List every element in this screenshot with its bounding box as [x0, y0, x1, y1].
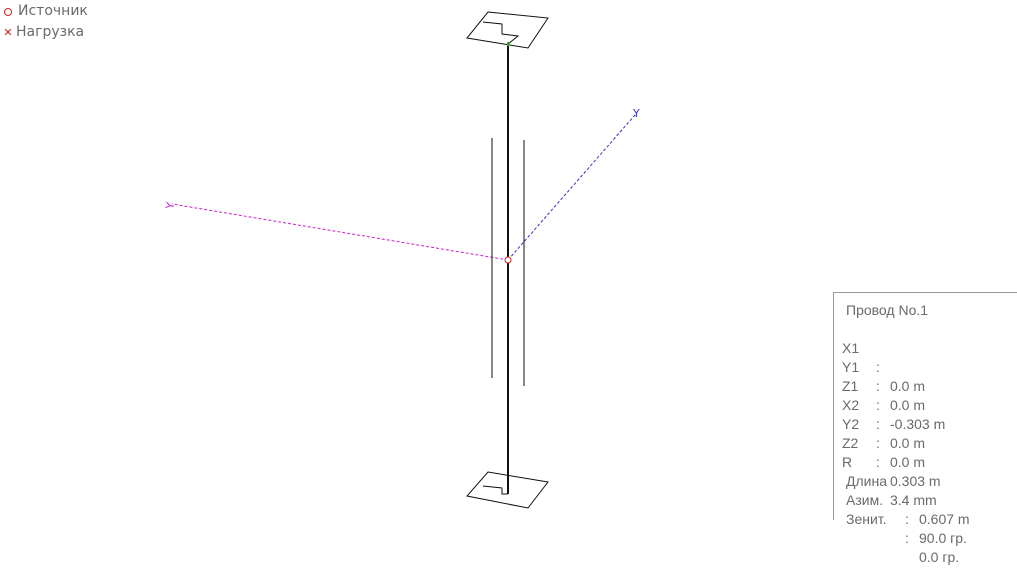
info-value: 0.0 m [890, 378, 926, 394]
x-axis-line [171, 203, 509, 261]
wire-info-row-y2: Y2 : 0.0 m [834, 396, 1017, 470]
info-sep: : [905, 492, 909, 508]
info-value: 0.0 m [890, 397, 926, 413]
antenna-view-canvas[interactable]: Источник ✕ Нагрузка Y Y [0, 0, 1017, 565]
info-value: 90.0 гр. [919, 530, 967, 546]
legend-source-row: Источник [3, 1, 88, 22]
info-value: 3.4 mm [890, 492, 937, 508]
wire-info-row-x1: X1 : 0.0 m [834, 320, 1017, 394]
info-label: X2 [842, 397, 860, 413]
info-sep: : [876, 416, 880, 432]
info-label: Y2 [842, 416, 860, 432]
info-sep: : [905, 511, 909, 527]
wire-geometry-view[interactable]: Y Y [0, 0, 1017, 520]
info-value: -0.303 m [890, 416, 946, 432]
info-label: Y1 [842, 359, 860, 375]
info-label: R [842, 454, 853, 470]
info-value: 0.0 m [890, 435, 926, 451]
y-axis-line [507, 114, 636, 261]
info-sep: : [876, 397, 880, 413]
legend-load-row: ✕ Нагрузка [3, 22, 88, 43]
wire-info-row-z2: Z2 : 0.303 m [834, 415, 1017, 489]
info-sep: : [905, 530, 909, 546]
info-value: 0.303 m [890, 473, 941, 489]
info-value: 0.0 гр. [919, 549, 960, 565]
info-label: Z2 [842, 435, 859, 451]
wire-info-row-zenith: Зенит. : 0.0 гр. [834, 491, 1017, 565]
info-label: Длина [846, 473, 887, 489]
legend-load-label: Нагрузка [16, 24, 85, 40]
info-value: 0.0 m [890, 454, 926, 470]
source-marker-icon [4, 7, 12, 16]
legend-source-label: Источник [18, 3, 88, 19]
x-axis-label: Y [163, 201, 177, 211]
load-marker-icon: ✕ [3, 25, 13, 39]
info-sep: : [876, 473, 880, 489]
info-sep: : [876, 378, 880, 394]
wire-info-title: Провод No.1 [846, 302, 929, 318]
wire-info-row-azimuth: Азим. : 90.0 гр. [834, 472, 1017, 546]
wire-info-row-z1: Z1 : -0.303 m [834, 358, 1017, 432]
top-plane-icon [466, 11, 549, 49]
wire-info-row-r: R : 3.4 mm [834, 434, 1017, 508]
wire-info-row-length: Длина : 0.607 m [834, 453, 1017, 527]
bottom-plane-icon [466, 471, 549, 509]
info-sep: : [876, 454, 880, 470]
info-sep: : [876, 435, 880, 451]
source-point-icon[interactable] [504, 256, 512, 264]
y-axis-label: Y [632, 107, 640, 120]
info-label: Азим. [846, 492, 884, 508]
wire-info-row-x2: X2 : 0.0 m [834, 377, 1017, 451]
wire-info-panel: Провод No.1 X1 : 0.0 m Y1 : 0.0 m Z1 : -… [833, 292, 1017, 565]
info-label: Z1 [842, 378, 859, 394]
legend: Источник ✕ Нагрузка [3, 1, 88, 43]
info-label: X1 [842, 340, 860, 356]
wire-info-row-y1: Y1 : 0.0 m [834, 339, 1017, 413]
info-sep: : [876, 359, 880, 375]
